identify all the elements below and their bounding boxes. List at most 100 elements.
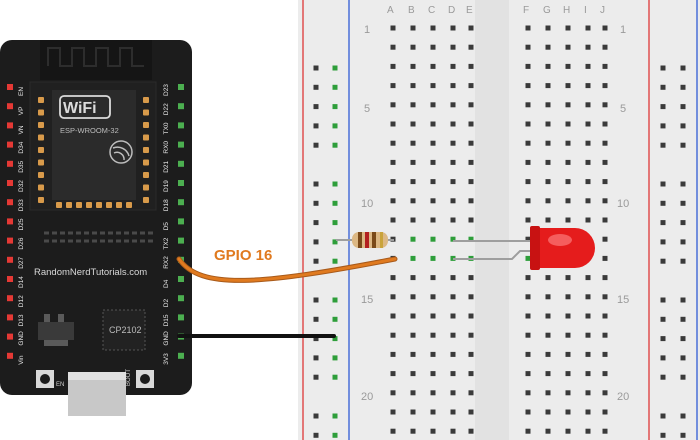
breadboard-hole <box>525 332 531 338</box>
power-rail-hole <box>332 336 338 342</box>
breadboard-hole <box>410 25 416 31</box>
breadboard-hole <box>390 83 396 89</box>
board-pin-label: D22 <box>163 103 170 115</box>
breadboard-hole <box>565 428 571 434</box>
board-pin <box>178 237 184 244</box>
breadboard-hole <box>525 294 531 300</box>
breadboard-hole <box>410 140 416 146</box>
power-rail-hole <box>332 297 338 303</box>
board-pin-label: Vin <box>18 355 25 365</box>
breadboard-hole <box>430 236 436 242</box>
board-pin-label: D4 <box>163 279 170 288</box>
power-rail-hole <box>313 200 319 206</box>
breadboard-hole <box>602 63 608 69</box>
power-rail-hole <box>660 374 666 380</box>
breadboard-hole <box>410 179 416 185</box>
board-pin <box>7 314 13 321</box>
breadboard-hole <box>410 44 416 50</box>
power-rail-hole <box>332 84 338 90</box>
breadboard-hole <box>545 371 551 377</box>
power-rail-hole <box>660 239 666 245</box>
board-pin <box>178 218 184 225</box>
breadboard-hole <box>602 332 608 338</box>
breadboard-hole <box>450 102 456 108</box>
breadboard-hole <box>390 159 396 165</box>
board-pin <box>178 103 184 110</box>
module-pad <box>38 147 44 153</box>
breadboard-hole <box>545 217 551 223</box>
breadboard-hole <box>585 313 591 319</box>
breadboard-hole <box>390 140 396 146</box>
breadboard-hole <box>602 121 608 127</box>
power-rail-hole <box>313 297 319 303</box>
breadboard-hole <box>468 313 474 319</box>
row-number: 20 <box>361 391 373 403</box>
breadboard-hole <box>410 121 416 127</box>
breadboard-hole <box>390 351 396 357</box>
breadboard-hole <box>450 236 456 242</box>
row-number: 15 <box>361 294 373 306</box>
power-rail-hole <box>680 104 686 110</box>
breadboard-hole <box>450 25 456 31</box>
breadboard-hole <box>468 159 474 165</box>
breadboard-hole <box>468 83 474 89</box>
breadboard-hole <box>602 236 608 242</box>
breadboard-hole <box>602 44 608 50</box>
breadboard-hole <box>545 332 551 338</box>
breadboard-hole <box>410 255 416 261</box>
breadboard-hole <box>545 409 551 415</box>
breadboard-hole <box>545 390 551 396</box>
column-letter: D <box>448 5 455 16</box>
power-rail-hole <box>313 181 319 187</box>
breadboard-hole <box>585 371 591 377</box>
breadboard-hole <box>410 83 416 89</box>
led-highlight <box>548 234 572 246</box>
board-pin-label: D33 <box>18 199 25 211</box>
breadboard-hole <box>602 351 608 357</box>
column-letter: G <box>543 5 551 16</box>
board-pin <box>178 352 184 359</box>
module-pad <box>143 197 149 203</box>
breadboard-hole <box>545 102 551 108</box>
breadboard-hole <box>450 121 456 127</box>
board-pin-label: GND <box>18 331 25 346</box>
board-pin <box>178 314 184 321</box>
antenna-trace <box>40 40 152 80</box>
wifi-logo-text: WiFi <box>63 100 97 117</box>
board-pin-headers: ENVPVND34D35D32D33D25D26D27D14D12D13GNDV… <box>7 84 184 365</box>
power-rail-hole <box>680 181 686 187</box>
breadboard-hole <box>430 409 436 415</box>
power-rail-hole <box>680 200 686 206</box>
breadboard-hole <box>430 217 436 223</box>
power-rail-hole <box>313 142 319 148</box>
breadboard-hole <box>602 140 608 146</box>
breadboard-hole <box>450 179 456 185</box>
breadboard-hole <box>525 313 531 319</box>
en-button-label: EN <box>56 382 64 388</box>
power-rail-hole <box>313 123 319 129</box>
breadboard-hole <box>390 428 396 434</box>
resistor <box>336 232 394 248</box>
breadboard-hole <box>585 121 591 127</box>
power-rail-hole <box>313 258 319 264</box>
board-pin <box>7 141 13 148</box>
boot-button-cap <box>140 374 150 384</box>
wifi-logo-frame <box>59 95 111 119</box>
module-pad <box>96 202 102 208</box>
breadboard-hole <box>450 351 456 357</box>
breadboard-hole <box>390 44 396 50</box>
breadboard-hole <box>450 294 456 300</box>
power-rail-hole <box>660 413 666 419</box>
breadboard-hole <box>565 121 571 127</box>
board-pin-label: D14 <box>18 276 25 288</box>
breadboard-hole <box>565 313 571 319</box>
column-letter: H <box>563 5 570 16</box>
breadboard-hole <box>525 83 531 89</box>
breadboard-hole <box>602 83 608 89</box>
breadboard-hole <box>450 332 456 338</box>
breadboard-hole <box>545 198 551 204</box>
breadboard-hole <box>585 44 591 50</box>
power-rail-hole <box>680 374 686 380</box>
breadboard-hole <box>410 217 416 223</box>
gpio16-wire <box>177 257 397 282</box>
